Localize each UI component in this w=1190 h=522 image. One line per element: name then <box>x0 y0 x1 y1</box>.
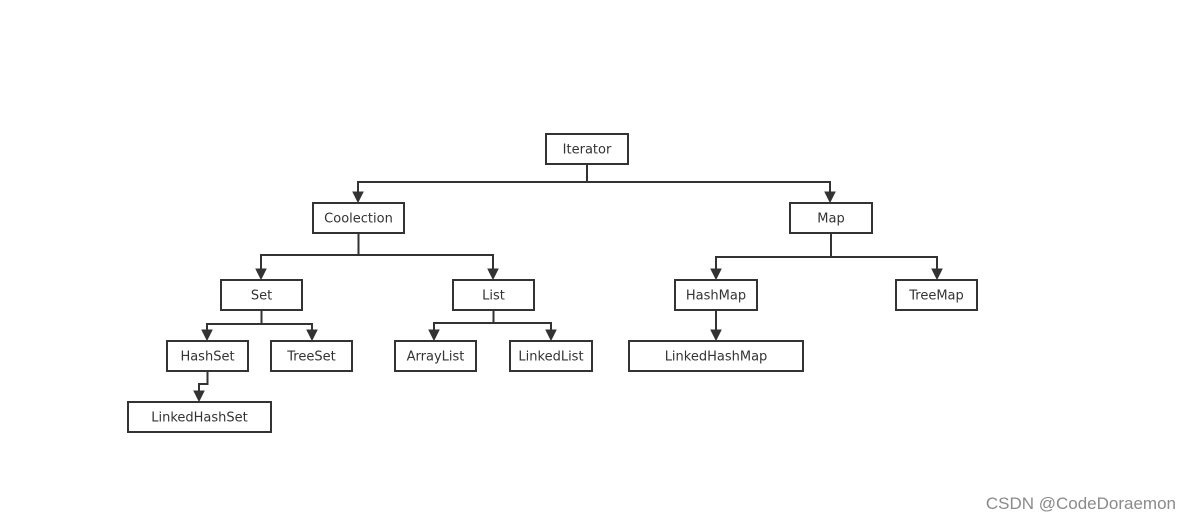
node-box <box>509 340 593 372</box>
node-box <box>166 340 249 372</box>
edge-map-to-hashmap <box>710 233 832 281</box>
edge-coolection-to-set <box>255 233 360 281</box>
node-box <box>452 279 535 311</box>
edge-coolection-to-list <box>357 233 499 281</box>
node-coolection: Coolection <box>312 202 405 234</box>
node-label: Iterator <box>563 143 612 158</box>
node-label: Coolection <box>324 212 393 227</box>
watermark-text: CSDN @CodeDoraemon <box>985 494 1176 513</box>
edges-layer <box>193 164 943 403</box>
node-label: Set <box>251 289 272 304</box>
arrow-head-icon <box>201 329 213 342</box>
node-label: ArrayList <box>407 350 465 365</box>
arrow-head-icon <box>545 329 557 342</box>
edge-list-to-linkedlist <box>492 310 557 342</box>
edge-line <box>357 164 588 193</box>
node-box <box>220 279 303 311</box>
edge-hashset-to-linkedhashset <box>193 371 209 403</box>
edge-line <box>586 164 831 193</box>
node-box <box>628 340 804 372</box>
arrow-head-icon <box>487 268 499 281</box>
arrow-head-icon <box>931 268 943 281</box>
node-list: List <box>452 279 535 311</box>
edge-line <box>260 310 313 331</box>
node-label: LinkedHashSet <box>151 411 248 426</box>
arrow-head-icon <box>306 329 318 342</box>
node-treeset: TreeSet <box>270 340 353 372</box>
edge-line <box>206 310 263 331</box>
node-label: LinkedHashMap <box>665 350 768 365</box>
arrow-head-icon <box>710 329 722 342</box>
arrow-head-icon <box>428 329 440 342</box>
node-linkedhashmap: LinkedHashMap <box>628 340 804 372</box>
edge-iterator-to-map <box>586 164 836 204</box>
edge-line <box>357 233 494 270</box>
edge-set-to-treeset <box>260 310 318 342</box>
node-box <box>789 202 873 234</box>
node-iterator: Iterator <box>545 133 629 165</box>
edge-map-to-treemap <box>830 233 943 281</box>
node-label: List <box>482 289 505 304</box>
node-arraylist: ArrayList <box>394 340 477 372</box>
edge-line <box>492 310 552 331</box>
edge-iterator-to-coolection <box>352 164 588 204</box>
arrow-head-icon <box>255 268 267 281</box>
node-box <box>127 401 272 433</box>
node-label: TreeMap <box>908 289 964 304</box>
node-box <box>545 133 629 165</box>
node-label: Map <box>817 212 844 227</box>
arrow-head-icon <box>193 390 205 403</box>
node-linkedlist: LinkedList <box>509 340 593 372</box>
edge-line <box>260 233 360 270</box>
node-treemap: TreeMap <box>895 279 978 311</box>
arrow-head-icon <box>352 191 364 204</box>
node-map: Map <box>789 202 873 234</box>
edge-list-to-arraylist <box>428 310 495 342</box>
node-box <box>312 202 405 234</box>
node-label: LinkedList <box>518 350 583 365</box>
node-hashmap: HashMap <box>674 279 758 311</box>
edge-line <box>198 371 209 392</box>
node-hashset: HashSet <box>166 340 249 372</box>
node-set: Set <box>220 279 303 311</box>
node-box <box>674 279 758 311</box>
edge-line <box>433 310 495 331</box>
node-label: TreeSet <box>286 350 335 365</box>
node-box <box>270 340 353 372</box>
arrow-head-icon <box>710 268 722 281</box>
node-box <box>895 279 978 311</box>
node-label: HashSet <box>180 350 234 365</box>
edge-line <box>830 233 938 270</box>
edge-set-to-hashset <box>201 310 263 342</box>
node-box <box>394 340 477 372</box>
edge-line <box>715 233 832 270</box>
arrow-head-icon <box>824 191 836 204</box>
edge-hashmap-to-linkedhashmap <box>710 310 722 342</box>
node-linkedhashset: LinkedHashSet <box>127 401 272 433</box>
node-label: HashMap <box>686 289 746 304</box>
